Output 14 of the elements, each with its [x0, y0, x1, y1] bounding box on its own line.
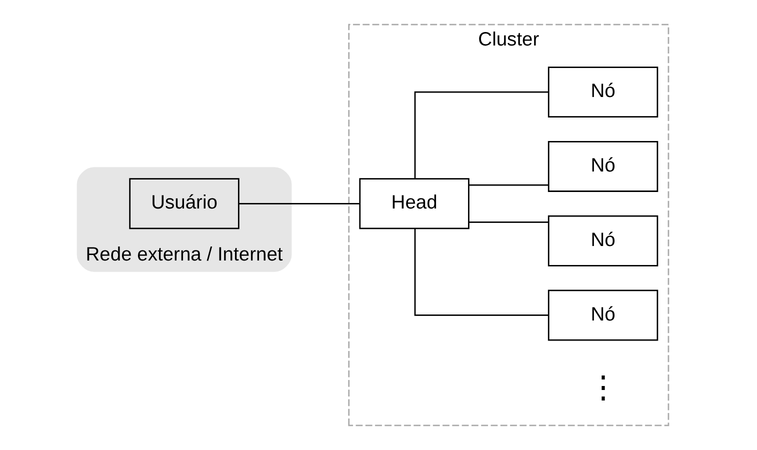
connector	[414, 228, 548, 316]
connector	[238, 202, 360, 204]
node-box: Usuário	[129, 178, 240, 230]
cluster	[76, 167, 292, 272]
node-box: Nó	[548, 290, 658, 341]
node-box: Nó	[548, 66, 658, 118]
node-box: Head	[359, 178, 470, 230]
connector	[414, 91, 548, 178]
node-label: Rede externa / Internet	[86, 244, 283, 266]
node-box: Nó	[548, 140, 658, 192]
label: ⋮	[588, 371, 618, 404]
node-box: Nó	[548, 215, 658, 266]
connector	[468, 222, 549, 223]
connector	[468, 184, 549, 186]
